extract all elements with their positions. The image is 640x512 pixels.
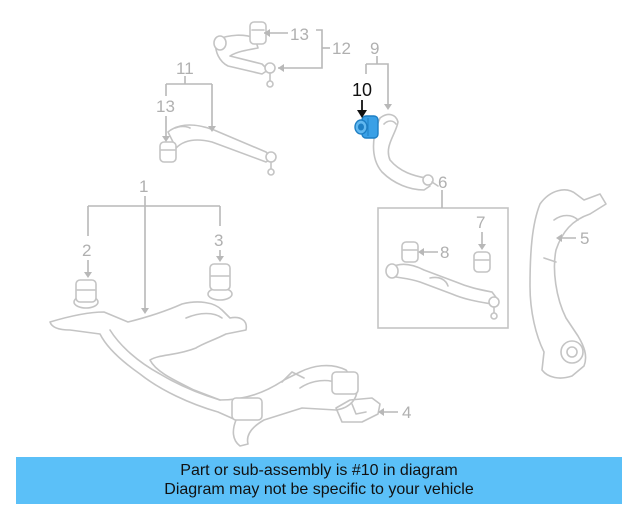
part-4-bracket[interactable] [335,397,381,423]
part-1-subframe[interactable] [49,263,359,447]
callout-2: 2 [82,241,91,260]
callout-10: 10 [352,80,372,100]
callout-8: 8 [440,243,449,262]
info-banner: Part or sub-assembly is #10 in diagram D… [16,457,622,504]
part-11-upper-arm[interactable] [159,124,277,176]
callout-12: 12 [332,39,351,58]
banner-line-2: Diagram may not be specific to your vehi… [164,481,474,498]
callout-4: 4 [402,403,411,422]
callout-7: 7 [476,213,485,232]
part-9-control-arm[interactable] [371,113,439,191]
part-5-knuckle[interactable] [529,189,607,379]
callout-3: 3 [214,231,223,250]
part-8-bushing[interactable] [401,241,419,263]
callout-5: 5 [580,229,589,248]
callout-6: 6 [438,173,447,192]
leader-lines [84,29,576,416]
part-6-kit-box [377,207,509,329]
part-6-rear-arm[interactable] [385,263,500,320]
callout-13-top: 13 [290,25,309,44]
part-10-bushing[interactable] [354,115,379,139]
callout-13-middle: 13 [156,97,175,116]
callout-1: 1 [139,177,148,196]
callout-11: 11 [176,59,194,78]
part-12-upper-arm[interactable] [213,21,276,88]
parts-diagram: 13 12 11 13 9 10 6 7 8 5 1 2 3 4 [49,21,607,447]
part-7-bushing[interactable] [473,251,491,273]
banner-line-1: Part or sub-assembly is #10 in diagram [180,462,458,479]
callout-9: 9 [370,39,379,58]
